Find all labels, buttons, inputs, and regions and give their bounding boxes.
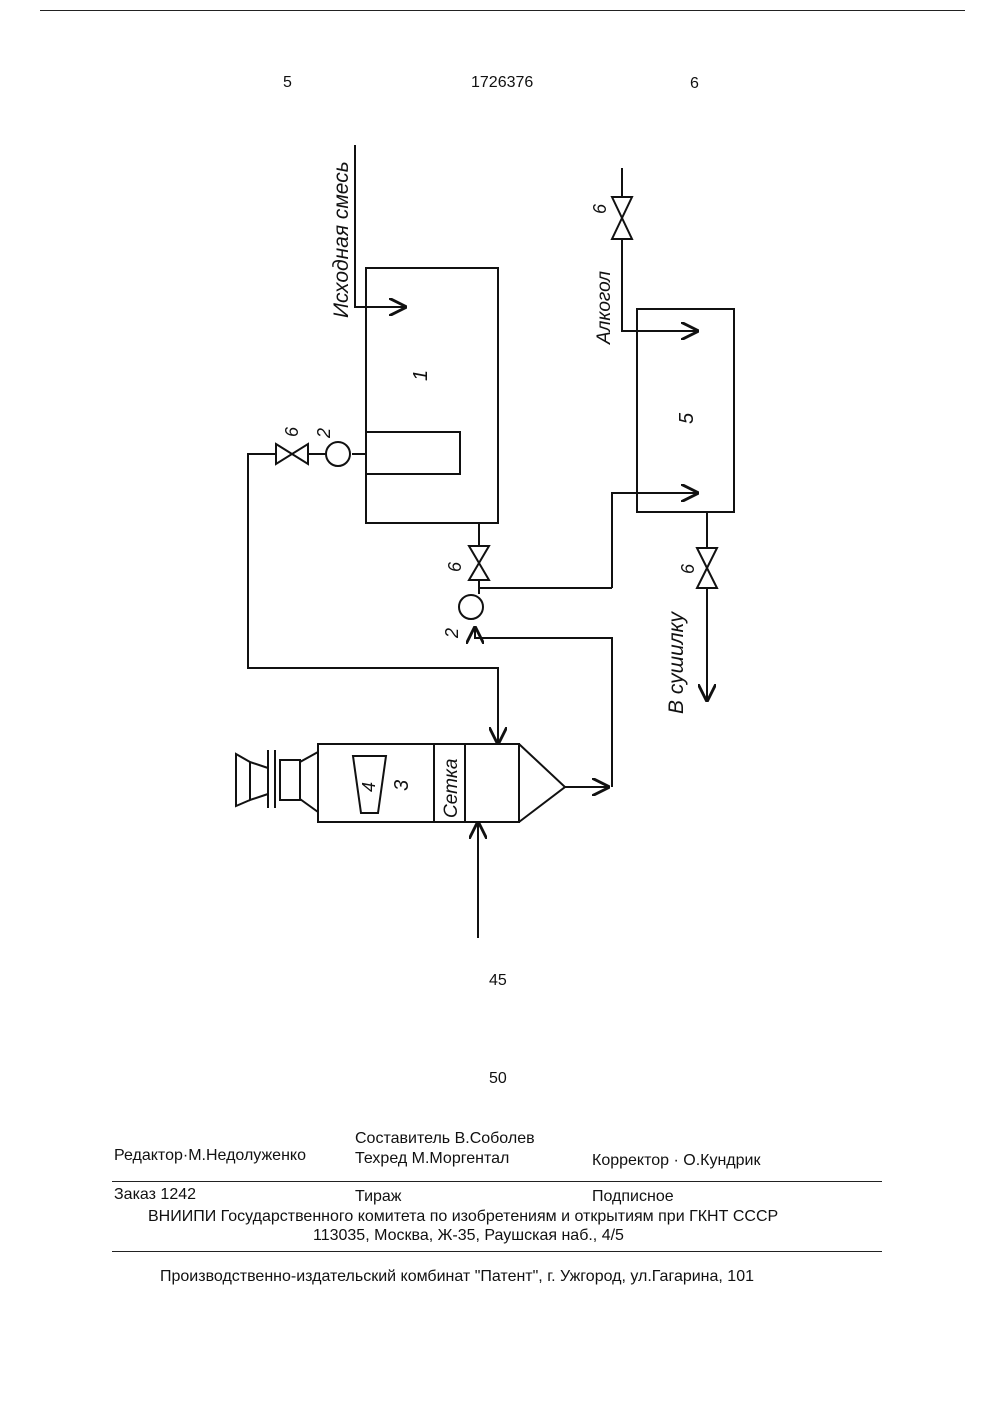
tank-1-number: 1 [410,370,432,381]
pump-2-top-number: 2 [314,428,334,439]
address-line: 113035, Москва, Ж-35, Раушская наб., 4/5 [313,1227,624,1245]
valve-6-alcohol [612,197,632,239]
pump-2-bottom [459,595,483,619]
dryer-label: В сушилку [665,611,688,714]
subscription: Подписное [592,1188,674,1206]
imprint-rule-2 [112,1251,882,1252]
valve-6-dryer [697,548,717,588]
valve-6-dryer-number: 6 [678,563,698,574]
pump-2-bottom-number: 2 [442,628,462,639]
basket-4-number: 4 [359,782,379,792]
tank-5-number: 5 [676,412,698,424]
circulation: Тираж [355,1188,402,1206]
org-line: ВНИИПИ Государственного комитета по изоб… [148,1208,778,1226]
order: Заказ 1242 [114,1186,196,1204]
process-flow-diagram: Исходная смесь Алкогол В сушилку Сетка 1… [0,0,1000,960]
corrector: Корректор · О.Кундрик [592,1152,760,1170]
editor: Редактор·М.Недолуженко [114,1147,306,1165]
valve-6-alcohol-number: 6 [590,203,610,214]
publisher-line: Производственно-издательский комбинат "П… [160,1268,754,1286]
feed-line [355,145,405,307]
line-number-45: 45 [489,972,507,990]
drive-motor [300,752,318,812]
valve-6-top-left-number: 6 [282,426,302,437]
apparatus-3-number: 3 [391,780,413,791]
apparatus-3 [318,744,519,822]
mesh-label: Сетка [441,759,462,818]
tank-5 [637,309,734,512]
valve-6-top-left [276,444,308,464]
alcohol-label: Алкогол [594,271,615,345]
techred: Техред М.Моргентал [355,1150,509,1168]
pump-2-top [326,442,350,466]
imprint-rule-1 [112,1181,882,1182]
tank-1-insert [366,432,460,474]
valve-6-tank1-outlet [469,546,489,580]
feed-label: Исходная смесь [330,161,353,318]
compiler: Составитель В.Соболев [355,1130,535,1148]
valve-6-tank1-outlet-number: 6 [445,561,465,572]
line-number-50: 50 [489,1070,507,1088]
